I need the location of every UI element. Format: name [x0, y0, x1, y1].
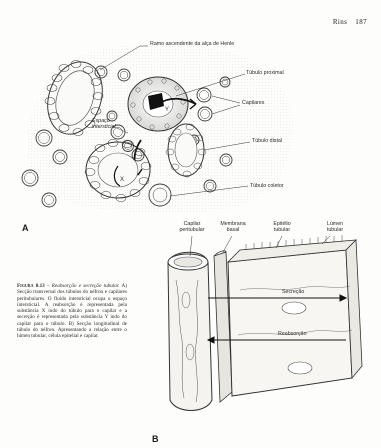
label-distal-tubule: Túbulo distal: [252, 139, 282, 145]
caption-body: A) Secção transversal dos túbulos do néf…: [17, 283, 127, 339]
label-proximal-tubule: Túbulo proximal: [246, 71, 284, 77]
label-henle-ascending: Ramo ascendente da alça de Henle: [150, 42, 234, 48]
label-capillaries: Capilares: [242, 101, 264, 107]
label-tubular-lumen: Lúmen tubular: [318, 222, 352, 234]
label-interstitial-space-line2: intersticial: [92, 125, 116, 131]
label-tubular-epithelium: Epitélio tubular: [264, 222, 300, 234]
label-collecting-tubule: Túbulo coletor: [250, 184, 284, 190]
label-interstitial-space: Espaço intersticial: [92, 119, 116, 131]
label-tubular-epithelium-line2: tubular: [264, 228, 300, 234]
label-basal-membrane: Membrana basal: [214, 222, 252, 234]
panel-a-letter: A: [22, 223, 29, 233]
label-substance-x: X: [120, 177, 124, 184]
label-peritubular-capillary-line2: peritubular: [170, 228, 214, 234]
panel-b-letter: B: [152, 434, 159, 444]
tubular-epithelium: [228, 235, 362, 396]
figure-caption: Figura 8.13 – Reabsorção e secreção tubu…: [17, 283, 127, 340]
capillary-cylinder: [168, 252, 212, 410]
label-tubular-lumen-line2: tubular: [318, 228, 352, 234]
label-reabsorption: Reabsorção: [278, 332, 307, 338]
label-peritubular-capillary: Capilar peritubular: [170, 222, 214, 234]
label-secretion: Secreção: [282, 290, 304, 296]
label-basal-membrane-line2: basal: [214, 228, 252, 234]
label-substance-y: Y: [165, 107, 169, 114]
